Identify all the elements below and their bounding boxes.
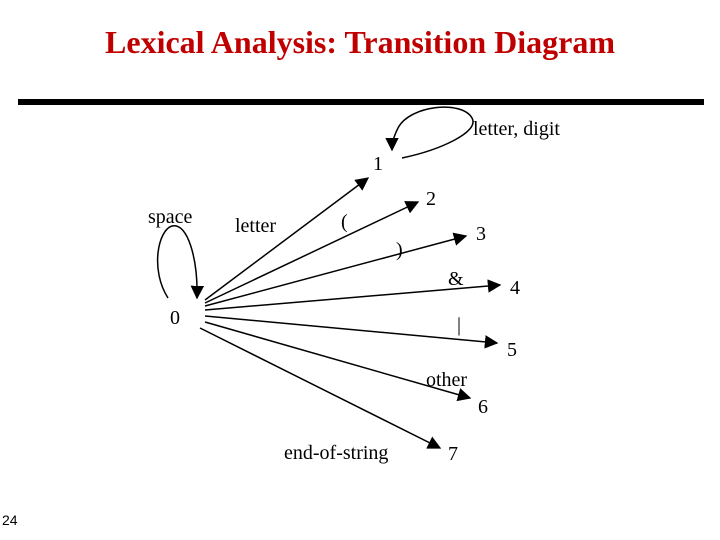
- edge-label-end-of-string: end-of-string: [284, 442, 388, 464]
- state-1: 1: [373, 153, 383, 175]
- edge-0-0-loop: [156, 225, 205, 300]
- edge-0-2: [204, 201, 420, 304]
- state-2: 2: [426, 188, 436, 210]
- edge-label-ampersand: &: [448, 268, 464, 290]
- edge-0-3: [204, 232, 468, 307]
- edge-label-pipe: |: [457, 314, 461, 336]
- page-number: 24: [2, 512, 18, 528]
- edge-label-close-paren: ): [396, 239, 403, 261]
- edge-label-letter: letter: [235, 215, 276, 237]
- state-0: 0: [170, 307, 180, 329]
- edge-0-4: [204, 279, 502, 311]
- state-3: 3: [476, 223, 486, 245]
- state-5: 5: [507, 339, 517, 361]
- title-divider: [18, 99, 704, 105]
- edge-label-open-paren: (: [341, 211, 348, 233]
- state-4: 4: [510, 277, 520, 299]
- state-6: 6: [478, 396, 488, 418]
- edge-label-letter-digit: letter, digit: [473, 118, 560, 140]
- edge-0-1: [204, 177, 370, 301]
- state-7: 7: [448, 443, 458, 465]
- slide-title: Lexical Analysis: Transition Diagram: [105, 24, 615, 60]
- edge-1-1-loop: [385, 106, 474, 159]
- edge-label-space: space: [148, 206, 193, 228]
- edge-label-other: other: [426, 369, 467, 391]
- edge-0-7: [199, 327, 442, 449]
- edge-0-5: [204, 315, 499, 349]
- edge-0-6: [204, 321, 472, 402]
